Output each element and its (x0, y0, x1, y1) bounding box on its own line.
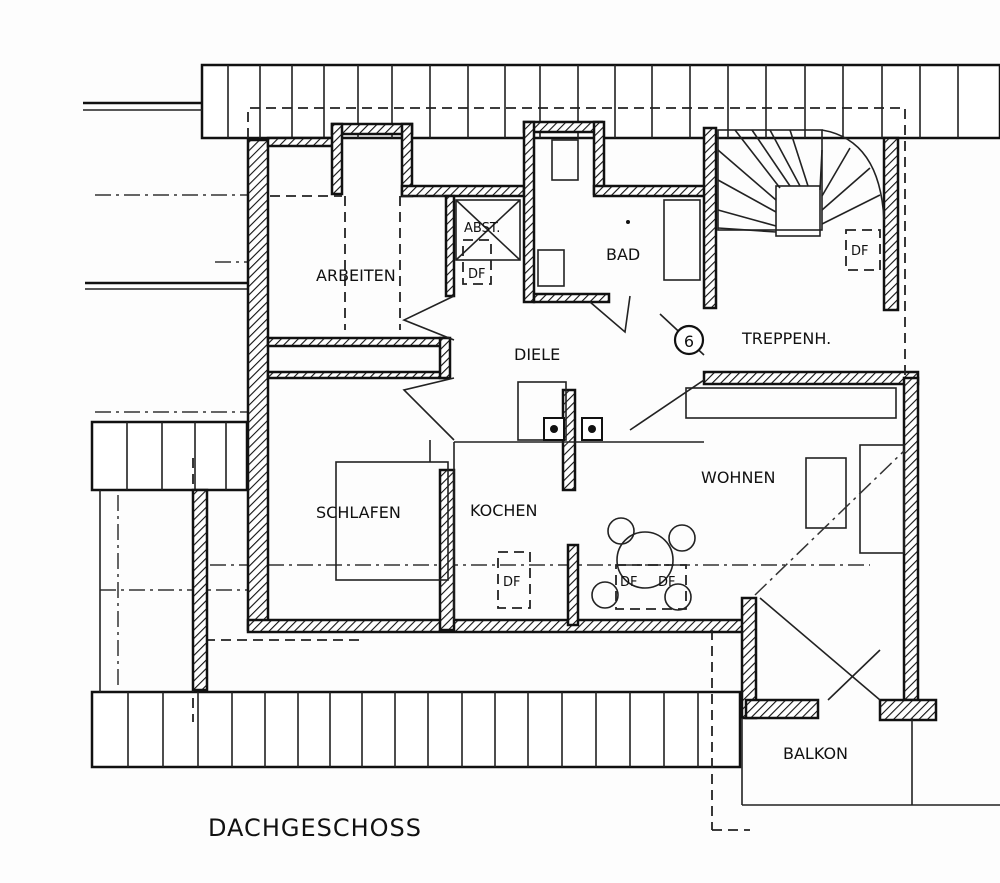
room-kochen: KOCHEN (470, 501, 538, 520)
marker-6: 6 (673, 324, 705, 356)
skylight-label-abst: DF (468, 267, 486, 282)
roof-lines-left (83, 101, 870, 722)
fixtures (247, 107, 1000, 831)
room-balkon: BALKON (783, 744, 848, 763)
roof-edge-bottom (90, 690, 742, 769)
skylight-label-stair: DF (851, 244, 869, 259)
skylight-label-dining-1: DF (620, 575, 638, 590)
skylight-label-kitchen: DF (503, 575, 521, 590)
marker-label: 6 (684, 332, 694, 351)
room-arbeiten: ARBEITEN (316, 266, 396, 285)
dormer-roof-left (90, 420, 249, 492)
room-wohnen: WOHNEN (701, 468, 776, 487)
skylight-label-dining-2: DF (658, 575, 676, 590)
room-abst: ABST. (464, 221, 500, 236)
room-bad: BAD (606, 245, 640, 264)
plan-title: DACHGESCHOSS (208, 814, 422, 842)
room-treppenh: TREPPENH. (741, 329, 831, 348)
room-diele: DIELE (514, 345, 560, 364)
walls (191, 120, 938, 722)
room-schlafen: SCHLAFEN (316, 503, 401, 522)
